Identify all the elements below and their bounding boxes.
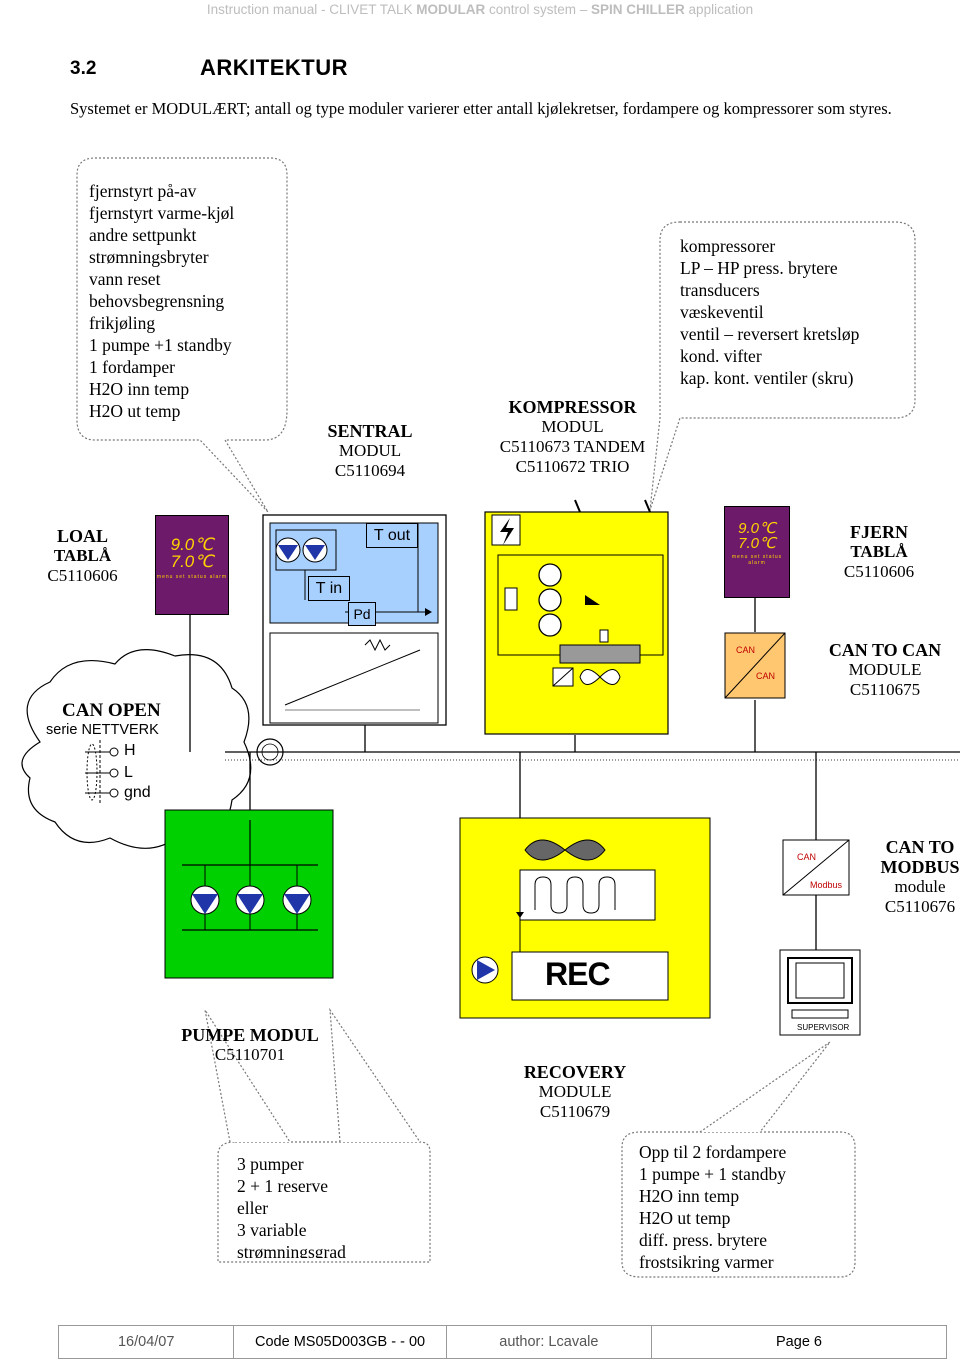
intro-paragraph: Systemet er MODULÆRT; antall og type mod… bbox=[70, 99, 892, 118]
can-label-bottom: CAN bbox=[756, 671, 776, 681]
remote-panel-display: 9.0℃ 7.0℃ menu set status alarm bbox=[724, 506, 790, 598]
running-header: Instruction manual - CLIVET TALK MODULAR… bbox=[206, 2, 754, 17]
recovery-module-box bbox=[459, 817, 711, 1019]
kompressor-module-label: KOMPRESSOR MODUL C5110673 TANDEM C511067… bbox=[499, 397, 646, 476]
can-h-label: H bbox=[124, 742, 136, 759]
section-number: 3.2 bbox=[70, 58, 97, 79]
modbus-label: Modbus bbox=[810, 880, 843, 890]
footer-code: Code MS05D003GB - - 00 bbox=[234, 1326, 447, 1358]
can-l-label: L bbox=[124, 764, 133, 781]
footer-page: Page 6 bbox=[776, 1334, 822, 1350]
pump-module-label: PUMPE MODUL C5110701 bbox=[181, 1025, 319, 1064]
can-to-modbus-label: CAN TO MODBUS module C5110676 bbox=[880, 837, 960, 916]
section-title: ARKITEKTUR bbox=[200, 55, 348, 80]
central-features-bubble bbox=[76, 157, 288, 513]
can-open-title: CAN OPEN bbox=[62, 700, 161, 721]
supervisor-label: SUPERVISOR bbox=[797, 1023, 850, 1032]
page-footer: 16/04/07 Code MS05D003GB - - 00 author: … bbox=[58, 1325, 947, 1359]
can-to-can-module bbox=[724, 632, 786, 699]
supervisor-computer bbox=[779, 949, 861, 1036]
recovery-module-label: RECOVERY MODULE C5110679 bbox=[523, 1062, 627, 1121]
local-panel-label: LOAL TABLÅ C5110606 bbox=[47, 526, 118, 585]
central-module-box bbox=[262, 514, 447, 726]
can-label-top: CAN bbox=[736, 645, 756, 655]
architecture-diagram bbox=[21, 157, 960, 1278]
compressor-module-box bbox=[484, 499, 669, 735]
can-to-can-label: CAN TO CAN MODULE C5110675 bbox=[828, 640, 942, 699]
recovery-features-bubble bbox=[621, 1131, 856, 1278]
can-gnd-label: gnd bbox=[124, 784, 151, 801]
footer-date: 16/04/07 bbox=[59, 1326, 235, 1358]
can-open-subtitle: serie NETTVERK bbox=[46, 722, 159, 738]
remote-panel-label: FJERN TABLÅ C5110606 bbox=[843, 522, 915, 581]
t-in-label: T in bbox=[308, 576, 350, 601]
can-label-modbus: CAN bbox=[797, 852, 817, 862]
can-to-modbus-module bbox=[782, 839, 850, 896]
footer-author: author: Lcavale bbox=[447, 1326, 652, 1358]
local-panel-display: 9.0℃ 7.0℃ menu set status alarm bbox=[155, 515, 229, 615]
pd-label: Pd bbox=[348, 602, 376, 626]
rec-label: REC bbox=[545, 956, 611, 992]
central-features-list: fjernstyrt på-av fjernstyrt varme-kjøl a… bbox=[89, 181, 235, 421]
compressor-features-list: kompressorer LP – HP press. brytere tran… bbox=[680, 236, 860, 388]
pump-features-list: 3 pumper 2 + 1 reserve eller 3 variable … bbox=[237, 1154, 346, 1258]
pump-features-bubble bbox=[217, 1141, 431, 1263]
compressor-features-bubble bbox=[649, 221, 916, 511]
recovery-features-list: Opp til 2 fordampere 1 pumpe + 1 standby… bbox=[639, 1142, 787, 1272]
t-out-label: T out bbox=[366, 523, 418, 548]
pump-module-box bbox=[164, 809, 334, 979]
can-wiring-symbol bbox=[85, 740, 119, 805]
sentral-module-label: SENTRAL MODUL C5110694 bbox=[327, 421, 413, 480]
